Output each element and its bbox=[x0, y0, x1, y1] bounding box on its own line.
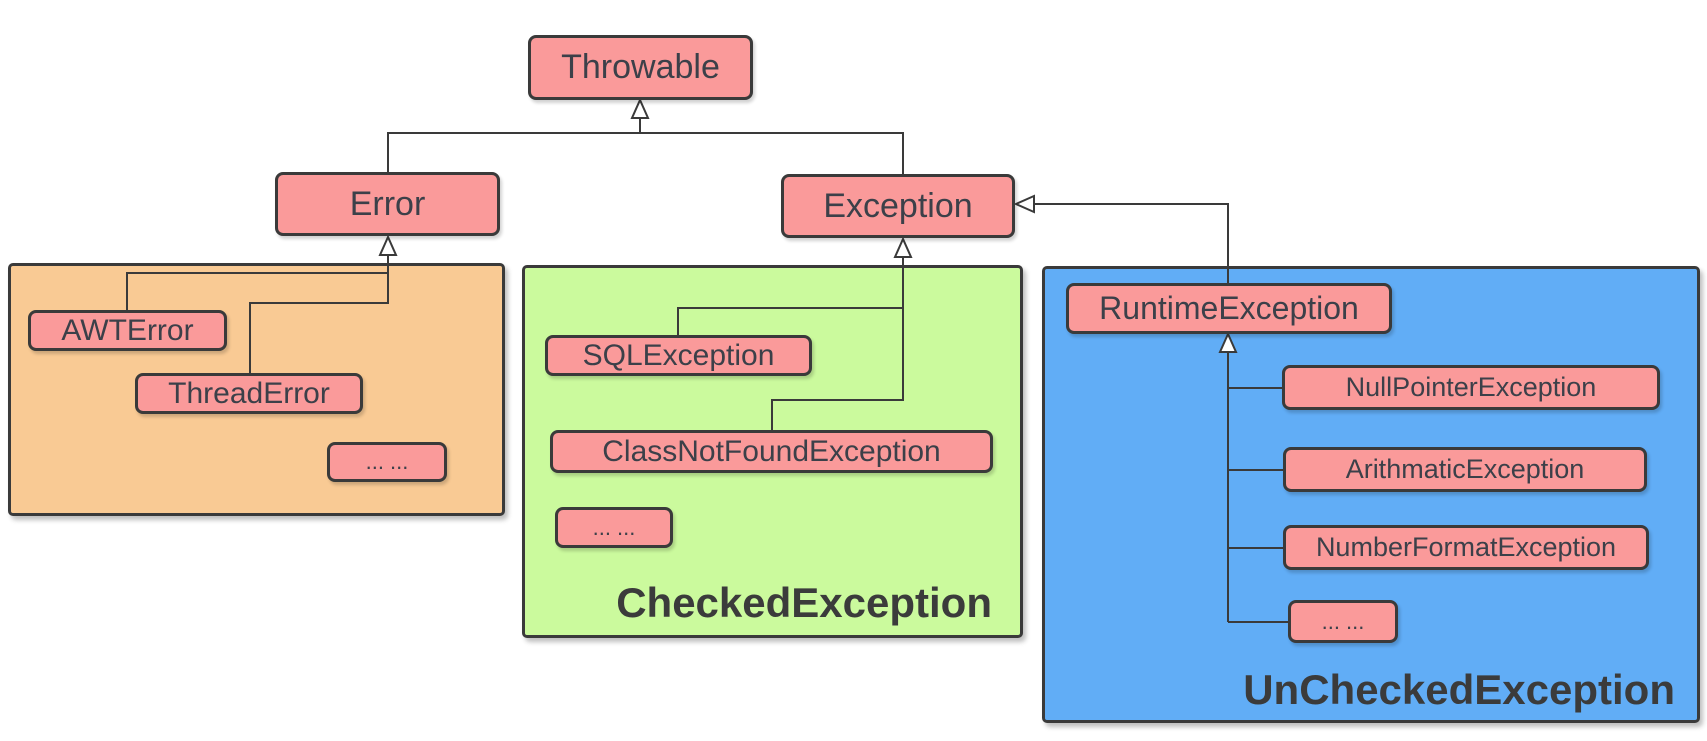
arrowhead-up-error bbox=[378, 234, 398, 256]
node-class-not-found-exception: ClassNotFoundException bbox=[550, 430, 993, 473]
node-checked-ellipsis: ... ... bbox=[555, 507, 673, 548]
node-awt-error: AWTError bbox=[28, 310, 227, 351]
node-runtime-exception: RuntimeException bbox=[1066, 283, 1392, 334]
node-thread-error: ThreadError bbox=[135, 373, 363, 414]
arrowhead-up-exception bbox=[893, 236, 913, 258]
node-sql-exception: SQLException bbox=[545, 335, 812, 376]
node-error: Error bbox=[275, 172, 500, 236]
node-arithmatic-exception: ArithmaticException bbox=[1283, 447, 1647, 492]
arrowhead-left-exception bbox=[1013, 194, 1035, 214]
node-exception: Exception bbox=[781, 174, 1015, 238]
unchecked-exception-panel: UnCheckedException bbox=[1042, 266, 1700, 723]
node-unchecked-ellipsis: ... ... bbox=[1288, 600, 1398, 643]
unchecked-exception-label: UnCheckedException bbox=[1243, 666, 1675, 713]
arrowhead-up-throwable bbox=[630, 97, 650, 119]
node-number-format-exception: NumberFormatException bbox=[1283, 525, 1649, 570]
edge-throwable-children bbox=[387, 132, 904, 174]
node-error-ellipsis: ... ... bbox=[327, 442, 447, 482]
checked-exception-label: CheckedException bbox=[616, 579, 992, 626]
node-throwable: Throwable bbox=[528, 35, 753, 100]
node-null-pointer-exception: NullPointerException bbox=[1282, 365, 1660, 410]
